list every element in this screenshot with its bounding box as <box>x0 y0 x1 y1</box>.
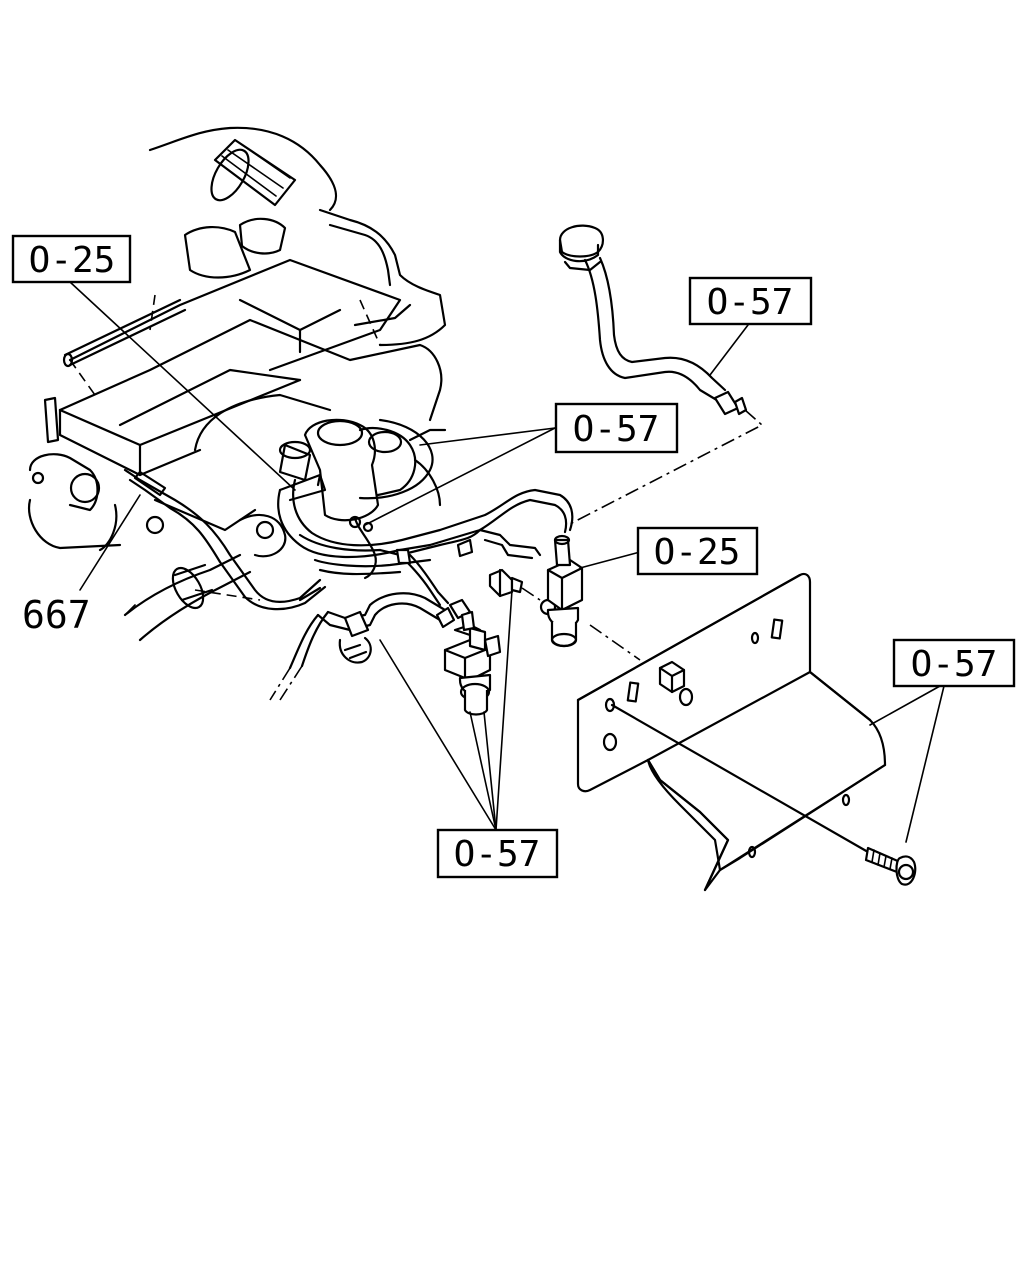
part-number-667: 667 <box>22 593 91 637</box>
callout-o57-right-label: O-57 <box>911 644 998 685</box>
callout-o25-upper-label: O-25 <box>29 240 116 281</box>
callout-o25-right-label: O-25 <box>654 532 741 573</box>
engine-block <box>27 126 447 642</box>
callout-o25-right: O-25 <box>636 526 759 576</box>
callout-o57-top-right-label: O-57 <box>707 282 794 323</box>
callout-o57-right: O-57 <box>892 638 1016 688</box>
mounting-bracket <box>576 572 887 892</box>
callout-o25-upper: O-25 <box>11 234 132 284</box>
vacuum-hoses <box>123 224 764 701</box>
callout-o57-bottom: O-57 <box>436 828 559 879</box>
vsv-valve-left <box>443 598 502 716</box>
bolt-small <box>488 568 557 616</box>
callout-o57-middle: O-57 <box>554 402 679 454</box>
vsv-valve-right <box>546 534 641 661</box>
callout-o57-bottom-label: O-57 <box>454 834 541 875</box>
callout-o57-middle-label: O-57 <box>573 409 660 450</box>
long-bolt <box>610 703 917 886</box>
callout-o57-top-right: O-57 <box>688 276 813 326</box>
leader-lines <box>69 281 945 843</box>
